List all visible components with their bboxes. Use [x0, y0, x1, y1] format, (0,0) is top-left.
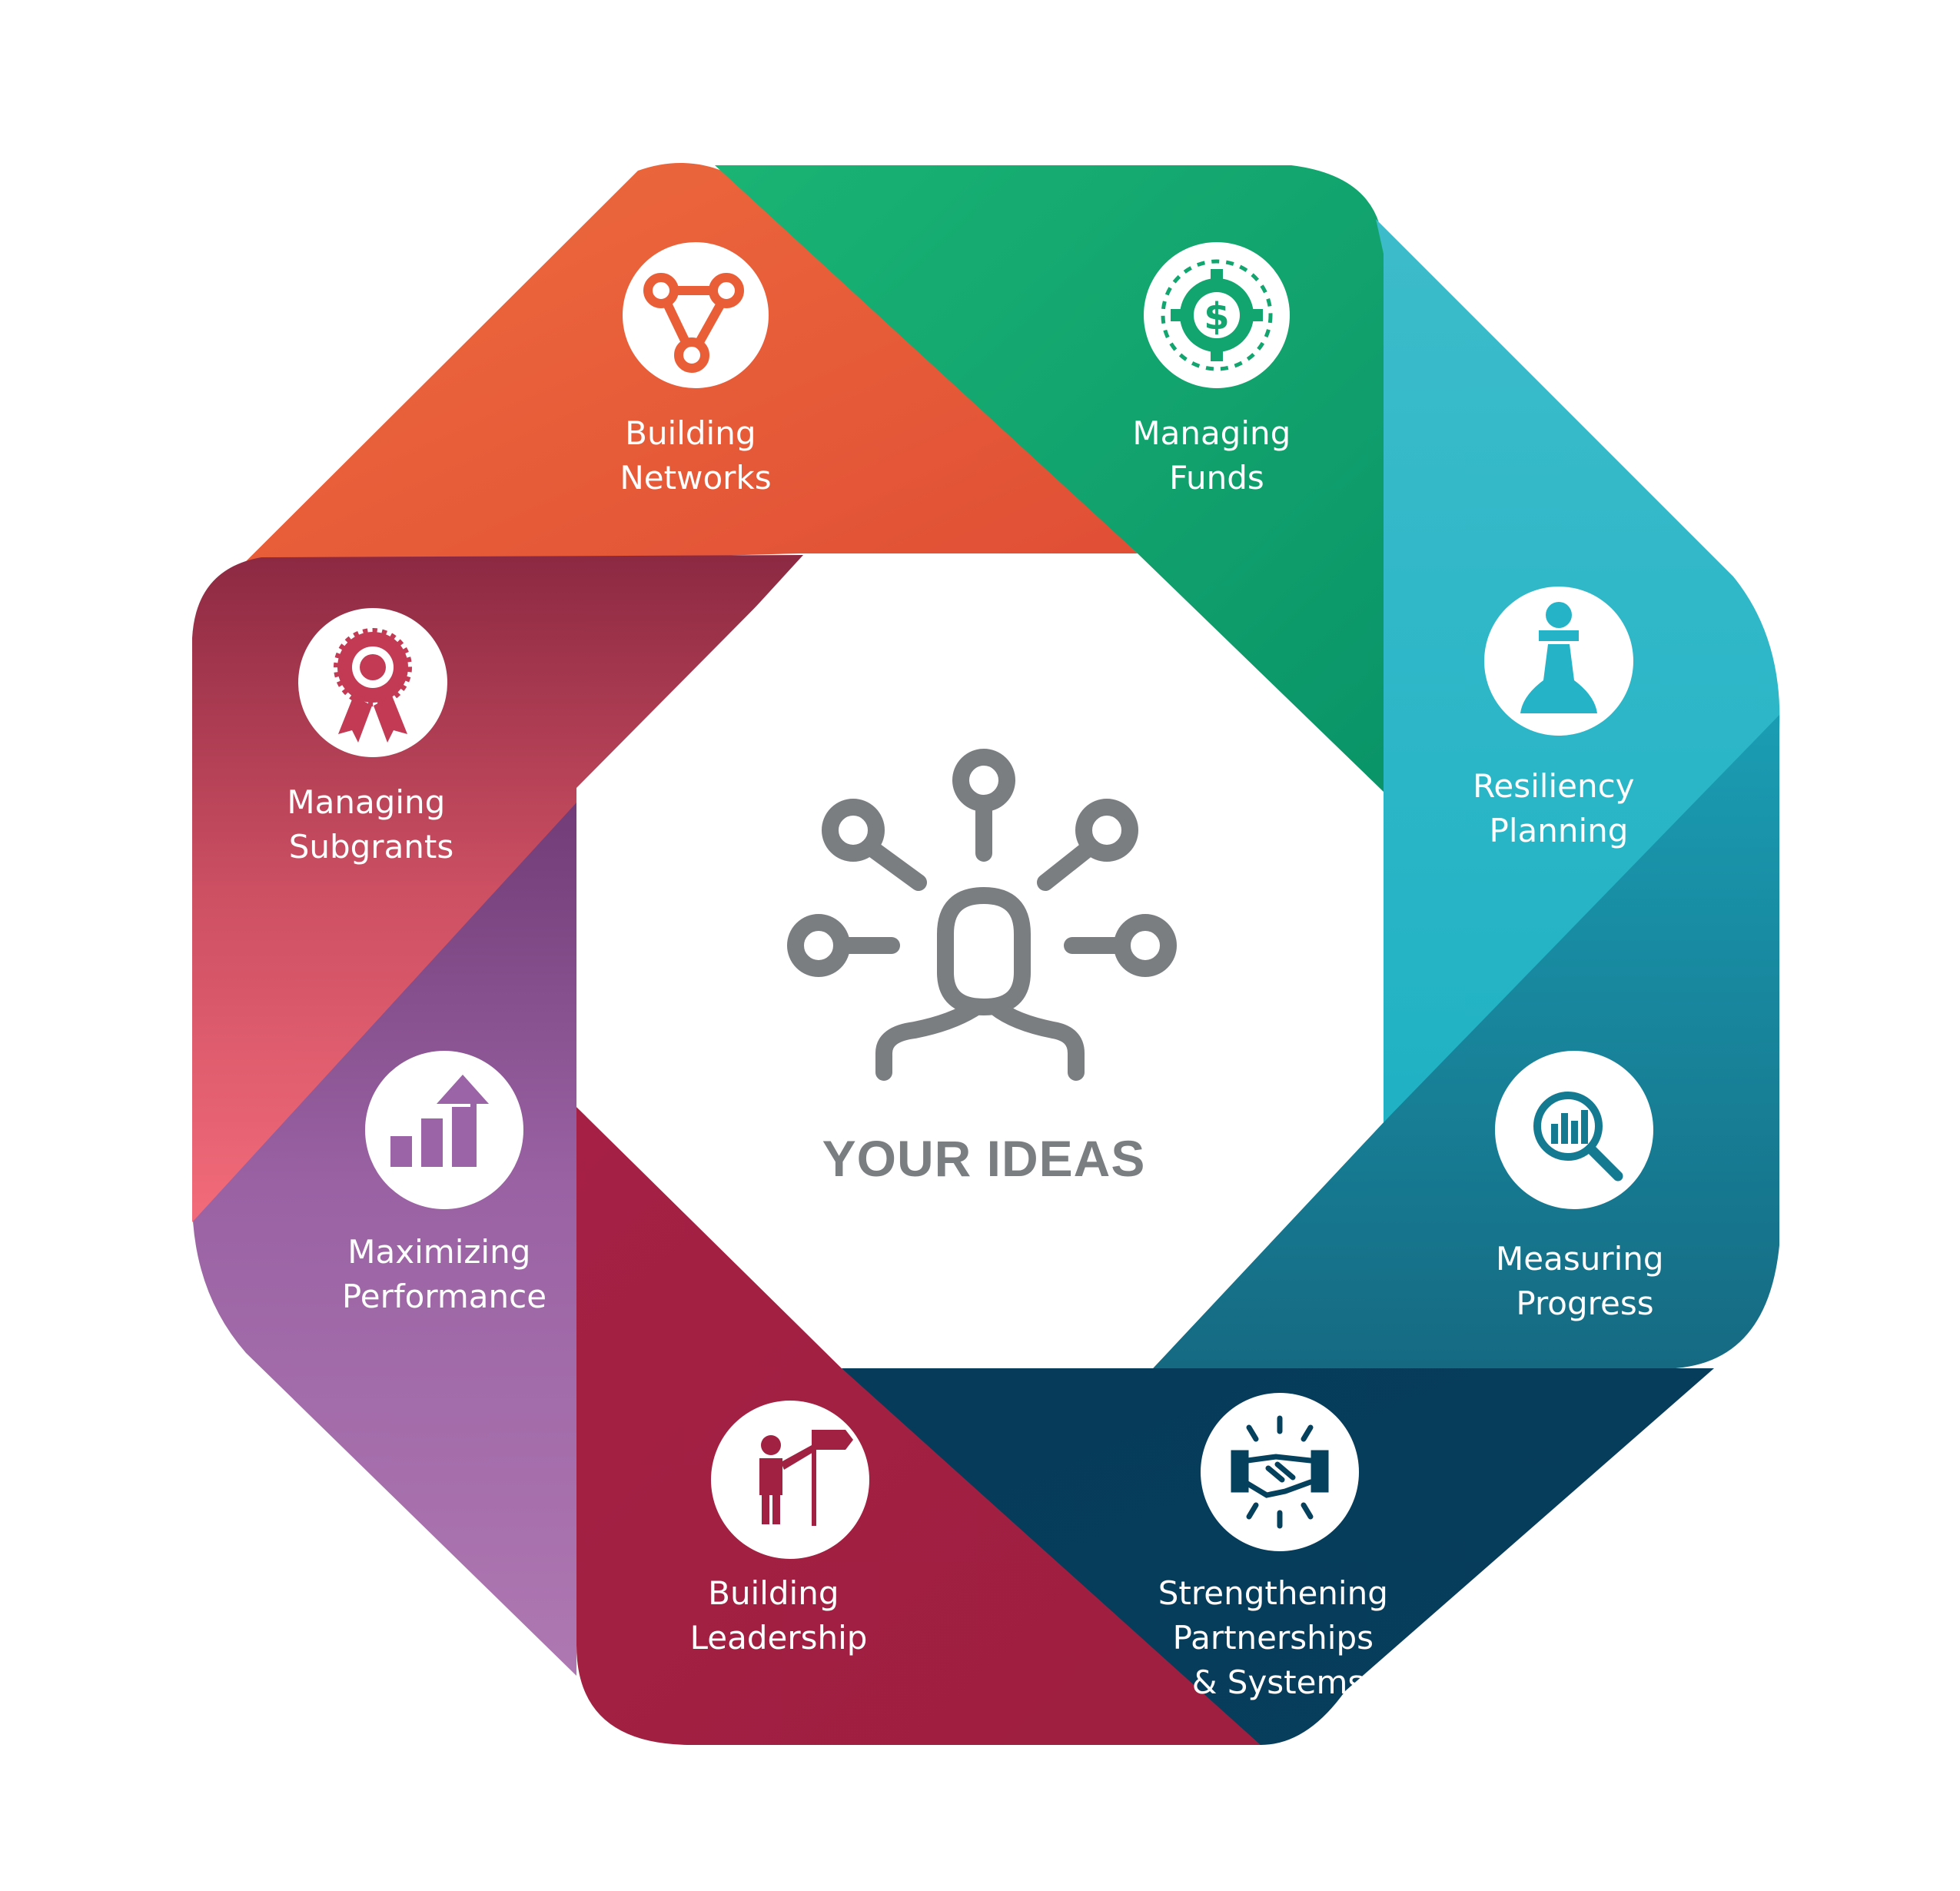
segment-label-line: Managing — [287, 783, 445, 821]
segment-label-line: Building — [625, 414, 756, 452]
segment-shape-maximizing-performance — [192, 784, 576, 1676]
leader-flag-icon — [759, 1430, 853, 1526]
svg-text:Maximizing Performance: Maximizing Performance — [342, 1233, 546, 1315]
segment-maximizing-performance[interactable]: Maximizing Performance — [342, 1051, 546, 1315]
segment-label-line: Partnerships — [1173, 1619, 1374, 1657]
segment-managing-subgrants[interactable]: Managing Subgrants — [287, 608, 455, 866]
segment-label-line: Measuring — [1496, 1240, 1664, 1278]
segment-measuring-progress[interactable]: Measuring Progress — [1495, 1051, 1674, 1322]
segment-label-line: Managing — [1132, 414, 1291, 452]
svg-text:Managing Subgrants: Managing Subgrants — [287, 783, 455, 866]
segment-label-line: & Systems — [1192, 1663, 1365, 1701]
svg-text:Measuring Progress: Measuring Progress — [1496, 1240, 1674, 1322]
segment-label-line: Strengthening — [1158, 1574, 1388, 1612]
chess-pawn-icon — [1520, 602, 1597, 713]
segment-building-networks[interactable]: Building Networks — [620, 242, 772, 497]
segment-label-line: Leadership — [690, 1619, 868, 1657]
segment-label-line: Progress — [1516, 1284, 1653, 1322]
segment-shape-building-leadership — [576, 1107, 1261, 1745]
segment-label-line: Funds — [1169, 459, 1264, 497]
svg-text:Resiliency Planning: Resiliency Planning — [1473, 767, 1645, 849]
magnifier-chart-icon — [1533, 1092, 1623, 1181]
person-ideas-icon — [787, 749, 1177, 1081]
segment-label-line: Subgrants — [289, 828, 454, 866]
segment-resiliency-planning[interactable]: Resiliency Planning — [1473, 587, 1645, 849]
segment-managing-funds[interactable]: $ Managing Funds — [1132, 242, 1301, 497]
svg-text:$: $ — [1204, 295, 1229, 338]
handshake-icon — [1231, 1415, 1329, 1529]
segment-label-line: Planning — [1490, 812, 1629, 849]
svg-text:Building Networks: Building Networks — [620, 414, 771, 497]
svg-text:Strengthening Partnershi: Strengthening Partnerships & Systems — [1158, 1574, 1398, 1701]
growth-bars-icon — [390, 1075, 489, 1167]
segment-strengthening-partnerships[interactable]: Strengthening Partnerships & Systems — [1158, 1393, 1398, 1701]
icon-badge — [711, 1401, 869, 1559]
segment-label-line: Maximizing — [347, 1233, 530, 1271]
center-label: YOUR IDEAS — [822, 1130, 1146, 1187]
network-nodes-icon — [643, 273, 744, 373]
segment-label-line: Resiliency — [1473, 767, 1634, 805]
segment-building-leadership[interactable]: Building Leadership — [690, 1401, 869, 1657]
center-octagon — [576, 555, 1384, 1368]
icon-badge — [365, 1051, 523, 1209]
award-ribbon-icon — [334, 628, 412, 743]
segment-label-line: Networks — [620, 459, 771, 497]
segment-label-line: Performance — [342, 1278, 546, 1315]
segment-label-line: Building — [708, 1574, 839, 1612]
dollar-gear-icon: $ — [1161, 259, 1273, 371]
icon-badge — [1201, 1393, 1359, 1551]
svg-text:Building Leadership: Building Leadership — [690, 1574, 868, 1657]
segment-shape-measuring-progress — [1153, 715, 1779, 1368]
segment-shape-strengthening-partnerships — [842, 1368, 1714, 1745]
svg-text:Managing Funds: Managing Funds — [1132, 414, 1301, 497]
